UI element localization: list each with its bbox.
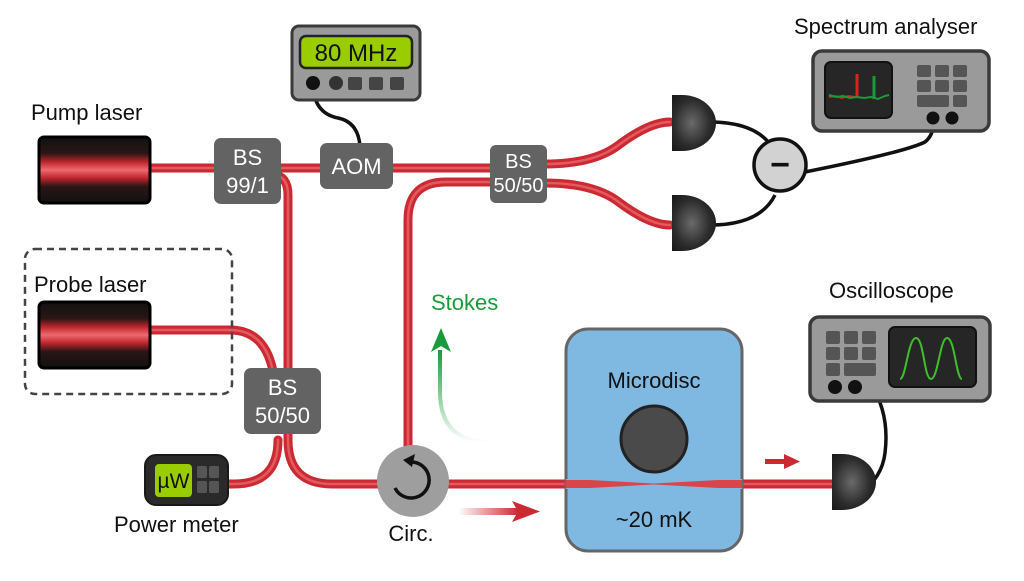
bs-probe-label-top: BS bbox=[268, 375, 297, 400]
rf-source-display: 80 MHz bbox=[315, 40, 398, 67]
cryostat: Microdisc ~20 mK bbox=[564, 327, 744, 553]
microdisc bbox=[619, 404, 689, 474]
bs-het-label-top: BS bbox=[505, 151, 532, 173]
fiber-det-top bbox=[540, 117, 675, 169]
rf-source: 80 MHz bbox=[290, 24, 422, 102]
probe-laser-dashed-frame bbox=[23, 247, 234, 396]
spectrum-trace-green bbox=[828, 94, 890, 101]
temperature-label: ~20 mK bbox=[616, 507, 693, 532]
stokes-label: Stokes bbox=[431, 290, 498, 315]
circulator-arrow-icon bbox=[393, 460, 431, 500]
output-arrow bbox=[765, 454, 800, 469]
oscilloscope-trace bbox=[899, 336, 963, 381]
subtractor: − bbox=[752, 137, 808, 193]
stokes-signal: Stokes bbox=[431, 290, 498, 444]
probe-laser-body bbox=[37, 300, 152, 370]
forward-arrow bbox=[458, 501, 540, 522]
power-meter-display: µW bbox=[158, 470, 190, 493]
probe-laser-label: Probe laser bbox=[34, 272, 147, 297]
stokes-arrow-head bbox=[431, 328, 451, 352]
aom-label: AOM bbox=[331, 154, 381, 179]
aom: AOM bbox=[320, 143, 393, 189]
bs-probe-label-bottom: 50/50 bbox=[255, 403, 310, 428]
fibers bbox=[145, 117, 840, 489]
power-meter-label: Power meter bbox=[114, 512, 239, 537]
fiber-bs-split-down bbox=[267, 170, 405, 489]
photodetector-top bbox=[672, 95, 716, 151]
oscilloscope: Oscilloscope bbox=[808, 278, 992, 403]
beam-splitter-probe: BS 50/50 bbox=[244, 368, 321, 434]
fiber-circ-up bbox=[403, 177, 525, 465]
circulator-label: Circ. bbox=[388, 521, 433, 546]
oscilloscope-screen bbox=[888, 326, 977, 388]
pump-laser-label: Pump laser bbox=[31, 100, 142, 125]
spectrum-analyser: Spectrum analyser bbox=[794, 14, 991, 133]
probe-laser: Probe laser bbox=[23, 247, 234, 396]
pump-laser-body bbox=[37, 135, 152, 205]
photodetector-output bbox=[832, 454, 876, 510]
fiber-det-bottom bbox=[540, 178, 675, 230]
beam-splitter-99-1: BS 99/1 bbox=[214, 138, 281, 204]
cable-det-bottom-to-sub bbox=[709, 194, 777, 227]
oscilloscope-label: Oscilloscope bbox=[829, 278, 954, 303]
beam-splitter-heterodyne: BS 50/50 bbox=[490, 145, 547, 203]
stokes-arrow-shaft bbox=[438, 350, 491, 444]
circulator: Circ. bbox=[377, 445, 449, 546]
power-meter: µW Power meter bbox=[114, 454, 239, 537]
pump-laser: Pump laser bbox=[31, 100, 152, 205]
bs-99-1-label-top: BS bbox=[233, 145, 262, 170]
fiber-bs-to-powermeter bbox=[221, 435, 283, 489]
subtractor-symbol: − bbox=[770, 146, 790, 184]
microdisc-label: Microdisc bbox=[608, 368, 701, 393]
spectrum-analyser-label: Spectrum analyser bbox=[794, 14, 977, 39]
bs-99-1-label-bottom: 99/1 bbox=[226, 173, 269, 198]
bs-het-label-bottom: 50/50 bbox=[493, 175, 543, 197]
photodetector-bottom bbox=[672, 195, 716, 251]
